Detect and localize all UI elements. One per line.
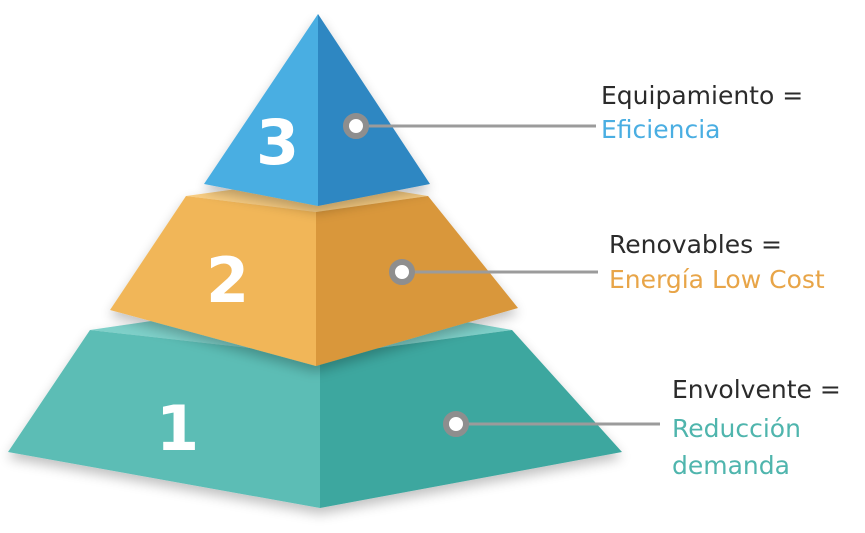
connector-dot-level-3 (343, 113, 369, 139)
level-2-right-face (316, 196, 518, 366)
label-level-1-title: Envolvente = (672, 375, 841, 404)
connector-dot-level-1 (443, 411, 469, 437)
level-1-left-face (8, 330, 320, 508)
level-2-number: 2 (206, 244, 249, 317)
label-level-1-subtitle-line-1: Reducción (672, 414, 801, 443)
level-3-left-face (204, 14, 318, 206)
pyramid-level-1 (8, 296, 622, 508)
level-1-right-face (320, 330, 622, 508)
label-level-3-title: Equipamiento = (601, 81, 803, 110)
level-1-number: 1 (156, 392, 199, 465)
pyramid-level-3 (204, 14, 430, 206)
label-level-1-subtitle-line-2: demanda (672, 451, 790, 480)
connector-dot-level-2 (389, 259, 415, 285)
connector-level-1 (443, 411, 660, 437)
label-level-3-subtitle: Eficiencia (601, 115, 720, 144)
label-level-2-subtitle: Energía Low Cost (609, 265, 825, 294)
level-2-left-face (110, 196, 316, 366)
level-3-right-face (318, 14, 430, 206)
connector-level-2 (389, 259, 598, 285)
level-3-number: 3 (256, 106, 299, 179)
label-level-2-title: Renovables = (609, 230, 782, 259)
connector-level-3 (343, 113, 596, 139)
